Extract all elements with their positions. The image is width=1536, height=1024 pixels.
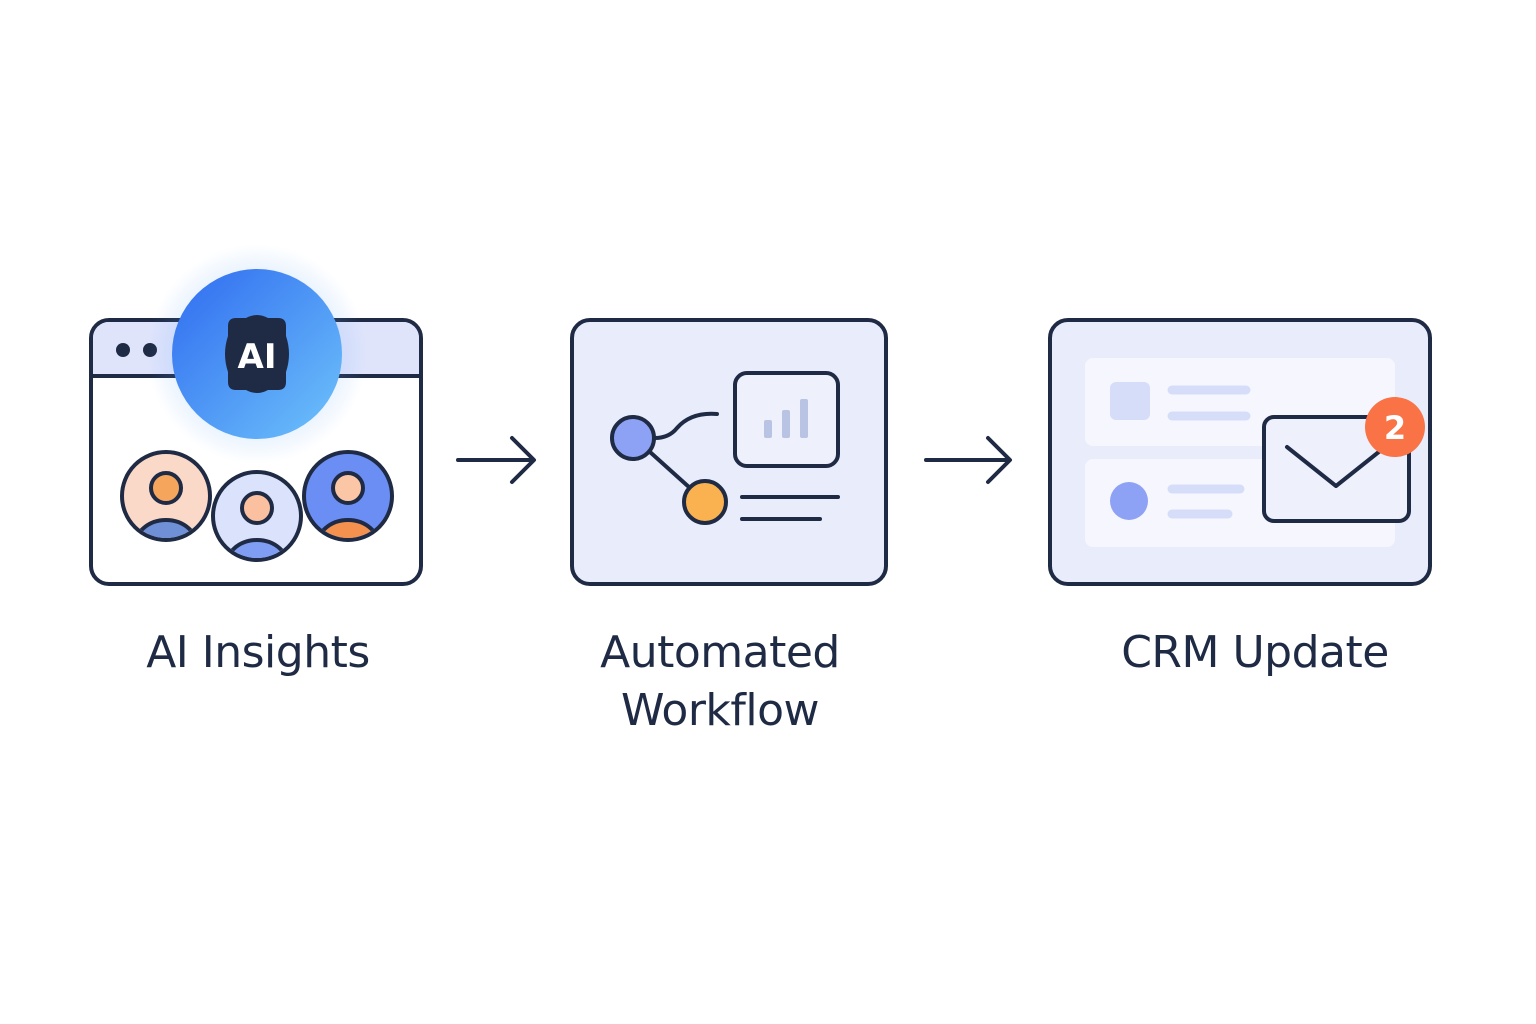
- arrow-right-icon: [924, 436, 1012, 484]
- workflow-node: [682, 479, 728, 525]
- chip-icon: [225, 315, 289, 393]
- step-label-line: CRM Update: [1121, 627, 1389, 678]
- bar-chart-icon: [733, 371, 840, 468]
- workflow-node: [610, 415, 656, 461]
- step-label-automated-workflow: Automated Workflow: [570, 624, 870, 740]
- step-label-ai-insights: AI Insights: [108, 624, 408, 682]
- notification-badge: 2: [1365, 397, 1425, 457]
- window-dot-icon: [116, 343, 130, 357]
- step-label-crm-update: CRM Update: [1090, 624, 1420, 682]
- crm-mail-icon: 2: [1048, 318, 1432, 586]
- avatar: [302, 450, 394, 542]
- ai-browser-icon: AI: [89, 244, 423, 586]
- workflow-chart-icon: [570, 318, 888, 586]
- avatar: [120, 450, 212, 542]
- step-label-line: AI Insights: [146, 627, 370, 678]
- step-label-line: Automated: [600, 627, 840, 678]
- notification-count: 2: [1384, 409, 1406, 447]
- avatar: [211, 470, 303, 562]
- ai-badge-label: AI: [238, 337, 277, 377]
- step-label-line: Workflow: [620, 685, 820, 736]
- arrow-right-icon: [456, 436, 536, 484]
